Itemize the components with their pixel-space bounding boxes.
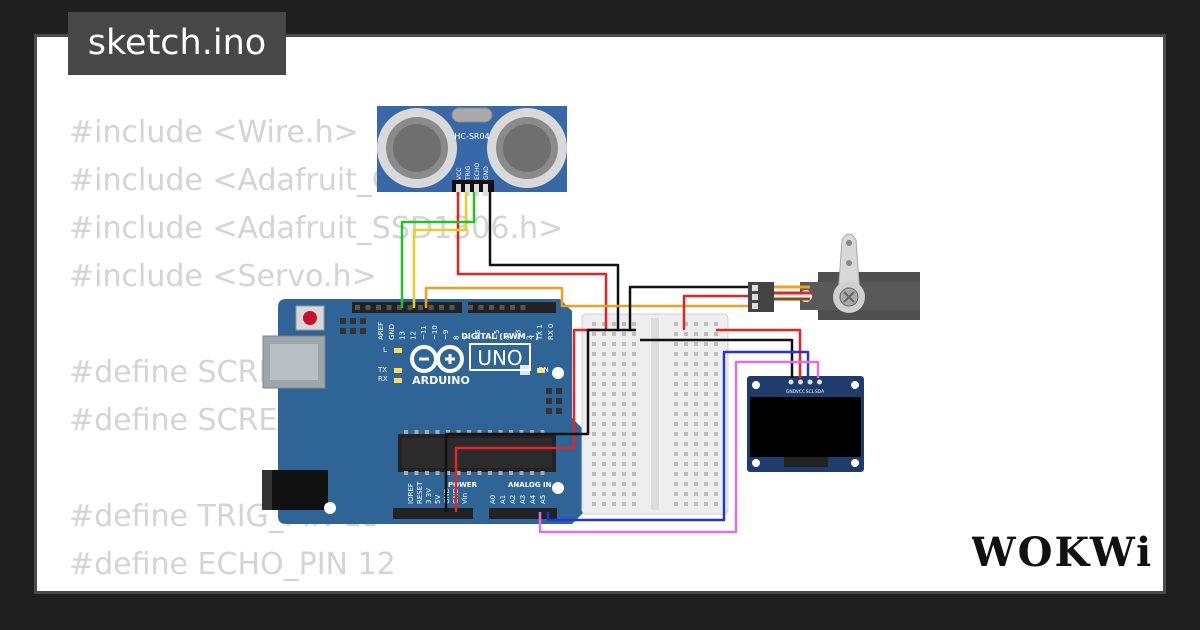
digital-pin-label: ~11 xyxy=(420,325,428,340)
wire-gnd-board xyxy=(444,328,636,512)
power-pin-label: 3.3V xyxy=(425,488,433,504)
digital-pin-label: 2 xyxy=(525,336,533,340)
digital-pin-label: ~9 xyxy=(442,330,450,340)
wires xyxy=(400,192,820,534)
sensor-pin-label: VCC xyxy=(456,168,463,180)
oled-pin-label: SDA xyxy=(815,389,825,395)
wokwi-logo-text: WOKWi xyxy=(972,529,1152,576)
arduino-logo xyxy=(410,345,464,373)
code-line: #include <Wire.h> xyxy=(69,115,359,150)
code-line: #define ECHO_PIN 12 xyxy=(69,547,396,582)
digital-pin-label: 13 xyxy=(399,331,407,340)
oled-pin-label: GND xyxy=(786,389,797,395)
digital-pin-label: 8 xyxy=(453,336,461,340)
sensor-pin-label: TRIG xyxy=(465,165,472,181)
power-pin-label: 5V xyxy=(434,495,442,504)
power-header-label: POWER xyxy=(448,481,478,489)
led-label-tx: TX xyxy=(377,366,387,374)
wire-oled-sda xyxy=(538,360,820,534)
wire-gnd xyxy=(488,192,620,330)
oled-pin-label: VCC xyxy=(796,389,805,395)
digital-pin-label: ~6 xyxy=(474,329,482,340)
digital-pin-label: AREF xyxy=(377,322,385,340)
power-pin-label: RESET xyxy=(416,481,424,504)
analog-pin-label: A2 xyxy=(509,495,517,504)
code-line: #include <Adafruit_SSD1306.h> xyxy=(69,211,564,246)
wire-oled-vcc xyxy=(716,328,802,378)
led-label-on: ON xyxy=(538,366,549,374)
sensor-pin-label: ECHO xyxy=(474,163,481,180)
power-pin-label: Vin xyxy=(461,493,469,504)
digital-pin-label: TX 1 xyxy=(536,324,544,341)
digital-pin-label: ~5 xyxy=(493,330,501,340)
wire-servo-signal xyxy=(424,286,748,308)
file-title: sketch.ino xyxy=(68,12,286,75)
power-pin-label: IOREF xyxy=(407,483,415,504)
analog-pin-label: A0 xyxy=(489,495,497,504)
code-editor: #include <Wire.h>#include <Adafruit_GFX.… xyxy=(69,109,564,591)
digital-pin-label: ~10 xyxy=(431,325,439,340)
wire-echo xyxy=(400,192,476,308)
sensor-label: HC-SR04 xyxy=(454,132,489,141)
led-label-rx: RX xyxy=(378,375,388,383)
digital-pin-label: GND xyxy=(388,324,396,340)
analog-pin-label: A5 xyxy=(539,495,547,504)
servo-motor[interactable] xyxy=(748,233,933,320)
digital-pin-label: 12 xyxy=(409,331,417,340)
wire-servo-gnd xyxy=(628,285,748,330)
wire-trig xyxy=(412,192,468,308)
board-model: UNO xyxy=(477,346,522,370)
wire-vcc xyxy=(456,192,608,330)
analog-pin-label: A4 xyxy=(529,494,537,504)
digital-pin-label: 4 xyxy=(504,335,512,340)
digital-pin-label: RX 0 xyxy=(547,324,555,340)
digital-header-label: DIGITAL (PWM ~) xyxy=(461,332,539,341)
wire-servo-vcc xyxy=(682,294,748,330)
sensor-pin-label: GND xyxy=(483,166,490,180)
digital-pin-label: 7 xyxy=(463,336,471,340)
board-brand: ARDUINO xyxy=(412,374,470,387)
digital-pin-label: ~3 xyxy=(515,330,523,340)
breadboard[interactable] xyxy=(581,313,729,515)
reset-button[interactable] xyxy=(303,311,317,325)
led-label-l: L xyxy=(383,346,387,354)
wokwi-logo: WOKWi xyxy=(972,529,1152,576)
wire-oled-gnd xyxy=(640,338,794,378)
oled-pin-label: SCL xyxy=(806,389,815,395)
code-line: #include <Servo.h> xyxy=(69,259,377,294)
analog-header-label: ANALOG IN xyxy=(508,481,552,489)
analog-pin-label: A3 xyxy=(519,495,527,504)
analog-pin-label: A1 xyxy=(499,495,507,504)
wire-5v xyxy=(454,328,600,512)
wire-oled-scl xyxy=(546,350,810,522)
arduino-uno-board[interactable]: UNO ARDUINO DIGITAL (PWM ~) POWER ANALOG… xyxy=(262,299,584,524)
